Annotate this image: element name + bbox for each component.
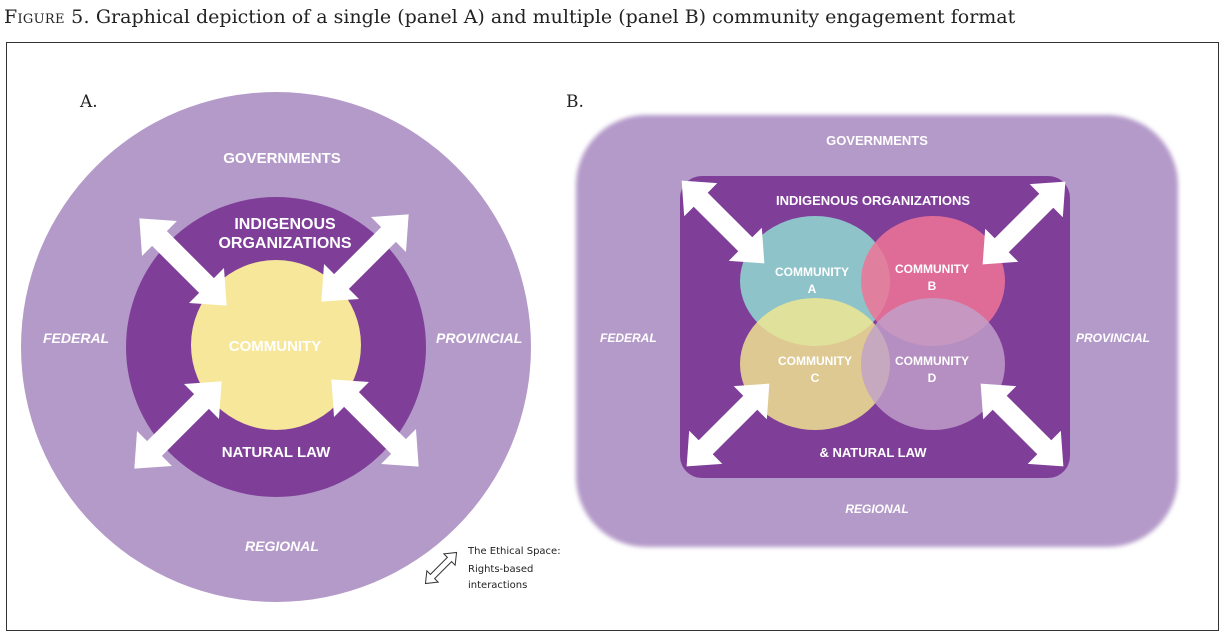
legend-line-3: interactions (468, 580, 527, 591)
community-d-label-1: COMMUNITY (895, 354, 969, 368)
figure-frame (6, 42, 1219, 631)
panel-b-provincial-label: PROVINCIAL (1076, 331, 1150, 345)
panel-b-federal-label: FEDERAL (600, 331, 657, 345)
panel-a: A. GOVERNMENTS INDIGENOUS ORGANIZATIONS … (21, 92, 531, 602)
community-c-label-1: COMMUNITY (778, 354, 852, 368)
legend-line-1: The Ethical Space: (467, 546, 561, 557)
community-a-label-2: A (808, 282, 817, 296)
panel-a-provincial-label: PROVINCIAL (436, 330, 522, 346)
panel-b-governments-label: GOVERNMENTS (826, 133, 928, 148)
panel-a-community-label: COMMUNITY (229, 338, 322, 355)
legend: The Ethical Space: Rights-based interact… (424, 546, 561, 591)
community-c-circle (740, 298, 890, 430)
panel-a-indigenous-label-2: ORGANIZATIONS (218, 235, 351, 252)
panel-a-indigenous-label-1: INDIGENOUS (234, 216, 336, 233)
community-d-label-2: D (928, 371, 937, 385)
panel-b-letter: B. (566, 92, 584, 112)
panel-a-regional-label: REGIONAL (245, 538, 319, 554)
panel-a-community-circle (191, 260, 361, 430)
caption-text: Graphical depiction of a single (panel A… (95, 6, 1016, 28)
community-a-label-1: COMMUNITY (775, 265, 849, 279)
legend-arrow-icon (424, 551, 458, 585)
panel-b-regional-label: REGIONAL (845, 502, 908, 516)
figure-caption: Figure 5. Graphical depiction of a singl… (4, 6, 1223, 28)
panel-a-governments-label: GOVERNMENTS (223, 150, 341, 167)
legend-line-2: Rights-based (468, 564, 533, 575)
panel-a-federal-label: FEDERAL (43, 330, 109, 346)
panel-b-natural-law-label: & NATURAL LAW (819, 445, 927, 460)
community-c-label-2: C (811, 371, 820, 385)
community-d-circle (861, 298, 1005, 430)
panel-a-natural-law-label: NATURAL LAW (222, 444, 331, 461)
figure-label: Figure 5. (4, 6, 90, 28)
community-b-label-2: B (928, 279, 937, 293)
panel-b: B. GOVERNMENTS INDIGENOUS ORGANIZATIONS … (566, 92, 1178, 547)
community-b-label-1: COMMUNITY (895, 262, 969, 276)
panel-a-letter: A. (79, 92, 98, 112)
panel-b-indigenous-label: INDIGENOUS ORGANIZATIONS (776, 193, 970, 208)
